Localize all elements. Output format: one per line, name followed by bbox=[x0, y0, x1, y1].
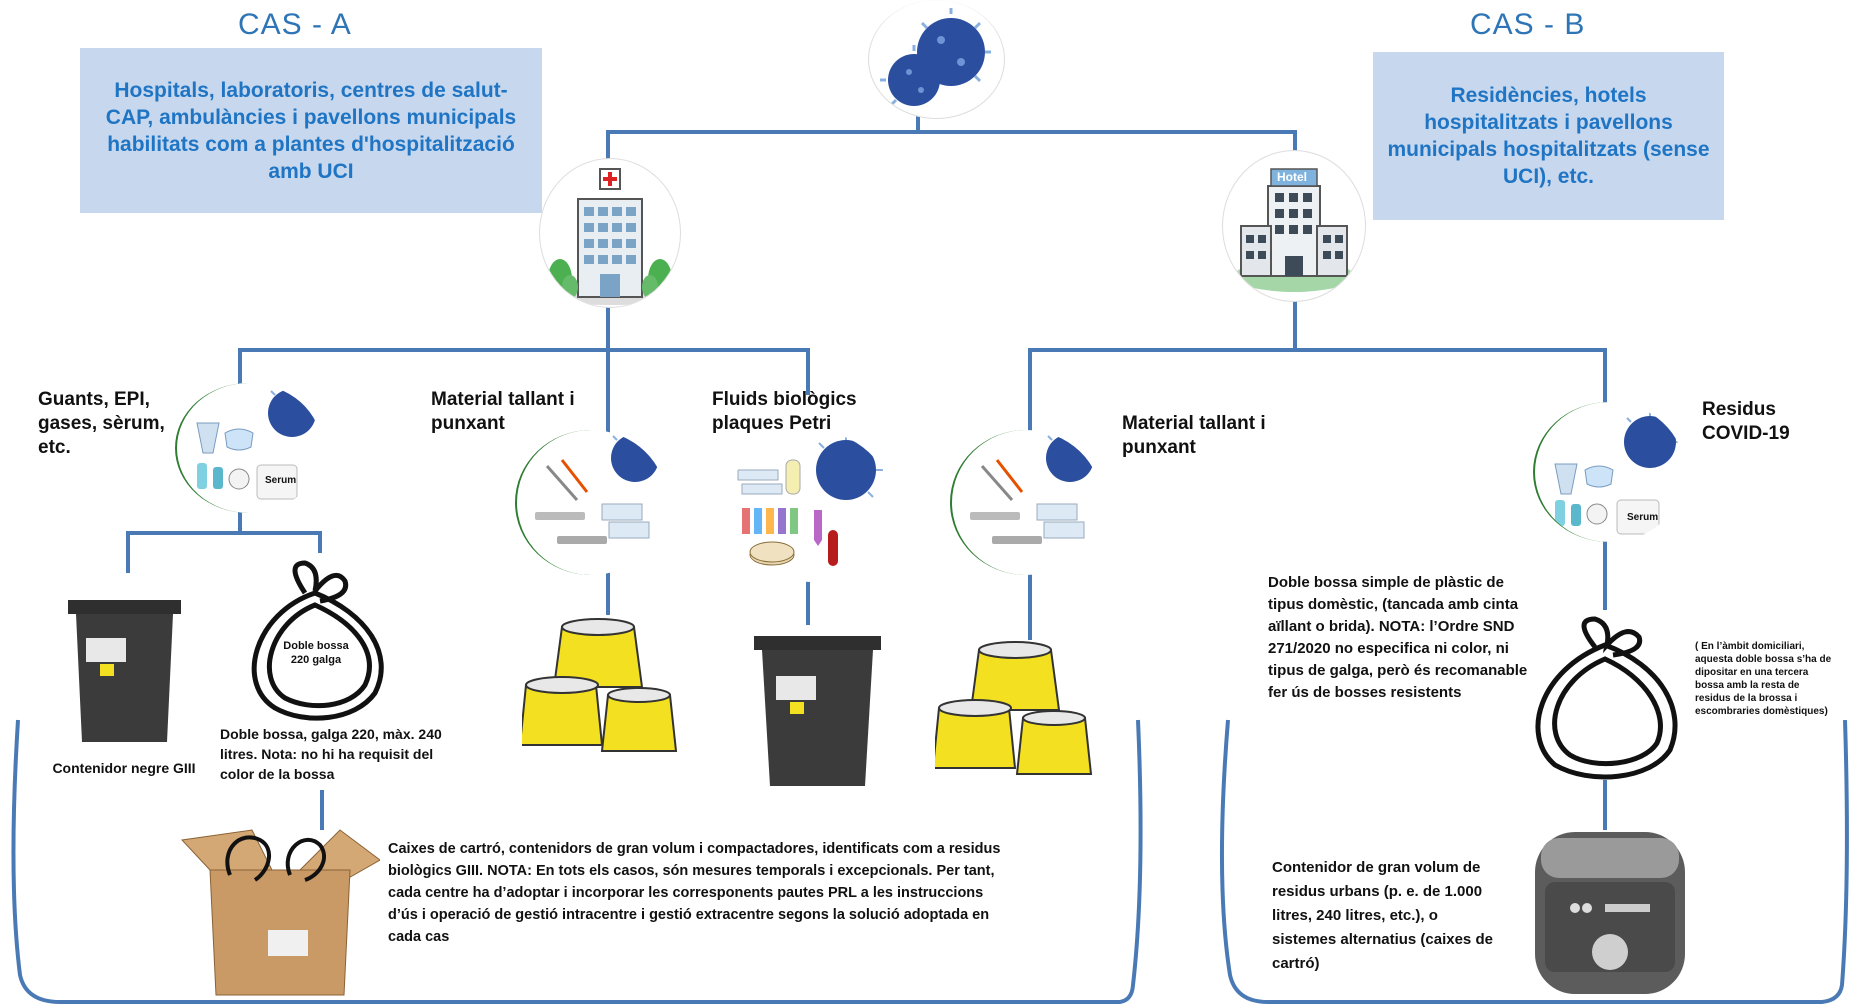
label-tallant-b: Material tallant i punxant bbox=[1122, 413, 1266, 458]
ppe-circle-b: Serum bbox=[1533, 402, 1685, 542]
sharps-containers-a bbox=[522, 615, 682, 760]
caixes-note: Caixes de cartró, contenidors de gran vo… bbox=[388, 841, 1001, 945]
cas-b-description: Residències, hotels hospitalitzats i pav… bbox=[1373, 52, 1724, 220]
cas-a-description: Hospitals, laboratoris, centres de salut… bbox=[80, 48, 542, 213]
label-tallant-a: Material tallant i punxant bbox=[431, 389, 575, 434]
double-bag: Doble bossa 220 galga bbox=[235, 553, 395, 723]
lab-samples-icon bbox=[737, 434, 883, 566]
label-fluids: Fluids biològics plaques Petri bbox=[712, 389, 857, 434]
ppe-icon bbox=[196, 383, 321, 500]
cas-b-title: CAS - B bbox=[1470, 8, 1586, 41]
cardboard-box bbox=[180, 820, 380, 1000]
yellow-container-icon bbox=[935, 641, 1093, 775]
ppe-circle-a: Serum bbox=[175, 383, 322, 513]
hospital-icon bbox=[548, 168, 672, 305]
sharps-containers-b bbox=[935, 638, 1097, 783]
hotel-circle: Hotel bbox=[1222, 150, 1366, 302]
bag-label: Doble bossa 220 galga bbox=[283, 640, 349, 666]
virus-circle-top bbox=[868, 0, 1005, 119]
hotel-icon bbox=[1234, 168, 1354, 292]
serum-label-a: Serum bbox=[265, 475, 297, 486]
cas-a-title: CAS - A bbox=[238, 8, 352, 41]
black-bin-fluids bbox=[750, 632, 885, 790]
container-negre-label: Contenidor negre GIII bbox=[52, 760, 196, 776]
sharps-circle-a bbox=[515, 430, 667, 575]
double-bag-b bbox=[1515, 615, 1690, 785]
black-bin-giii bbox=[62, 590, 187, 745]
fluids-circle bbox=[728, 430, 893, 582]
domiciliari-note: ( En l’àmbit domiciliari, aquesta doble … bbox=[1695, 641, 1832, 717]
label-residus: Residus COVID-19 bbox=[1702, 399, 1790, 444]
bag-icon bbox=[1535, 616, 1678, 780]
label-guants: Guants, EPI, gases, sèrum, etc. bbox=[38, 389, 165, 458]
wheelie-bin-icon bbox=[1535, 832, 1685, 994]
serum-label-b: Serum bbox=[1627, 512, 1659, 523]
doble-bossa-note: Doble bossa, galga 220, màx. 240 litres.… bbox=[220, 726, 442, 782]
virus-icon bbox=[880, 8, 991, 107]
contenidor-gran-note: Contenidor de gran volum de residus urba… bbox=[1272, 859, 1493, 972]
black-bin-icon bbox=[68, 600, 181, 742]
bossa-simple-note: Doble bossa simple de plàstic de tipus d… bbox=[1268, 574, 1528, 701]
sharps-icon bbox=[970, 430, 1100, 544]
hotel-sign: Hotel bbox=[1277, 170, 1307, 184]
ppe-icon bbox=[1554, 410, 1682, 535]
black-bin-icon bbox=[754, 636, 881, 786]
sharps-icon bbox=[535, 430, 665, 544]
bag-icon bbox=[251, 560, 384, 721]
box-icon bbox=[180, 829, 380, 996]
sharps-circle-b bbox=[950, 430, 1102, 575]
hospital-circle bbox=[539, 158, 681, 308]
urban-waste-container bbox=[1535, 832, 1685, 994]
yellow-container-icon bbox=[522, 618, 678, 752]
